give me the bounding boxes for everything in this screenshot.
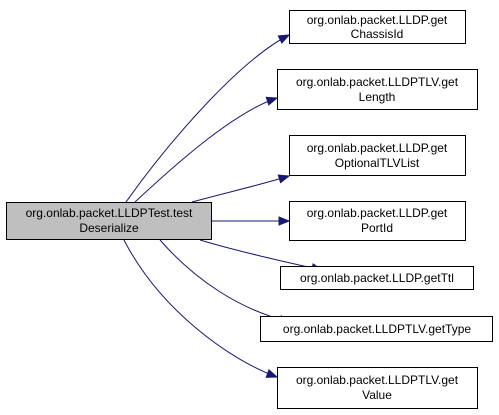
call-edge bbox=[199, 239, 323, 271]
callee-node-label-line-1: org.onlab.packet.LLDPTLV.getType bbox=[283, 322, 471, 336]
callee-node-get-chassis-id[interactable]: org.onlab.packet.LLDP.get ChassisId bbox=[289, 10, 466, 44]
arrowhead-icon bbox=[265, 96, 279, 106]
callee-node-box bbox=[277, 367, 478, 409]
root-node-box bbox=[6, 202, 212, 240]
arrowhead-icon bbox=[265, 368, 279, 378]
callee-node-label-line-1: org.onlab.packet.LLDP.get bbox=[307, 13, 448, 27]
callee-node-get-port-id[interactable]: org.onlab.packet.LLDP.get PortId bbox=[289, 201, 466, 241]
call-edge bbox=[125, 34, 290, 203]
callee-node-label-line-1: org.onlab.packet.LLDP.get bbox=[307, 141, 448, 155]
call-edge bbox=[123, 239, 278, 378]
callee-node-label-line-2: PortId bbox=[361, 221, 393, 235]
root-node[interactable]: org.onlab.packet.LLDPTest.test Deseriali… bbox=[6, 202, 212, 240]
callee-node-get-type[interactable]: org.onlab.packet.LLDPTLV.getType bbox=[260, 316, 493, 342]
callee-node-box bbox=[289, 135, 466, 176]
arrowhead-icon bbox=[277, 174, 291, 184]
callee-node-get-ttl[interactable]: org.onlab.packet.LLDP.getTtl bbox=[280, 266, 474, 290]
callee-node-get-value[interactable]: org.onlab.packet.LLDPTLV.get Value bbox=[277, 367, 478, 409]
callee-node-label-line-1: org.onlab.packet.LLDP.get bbox=[307, 206, 448, 220]
callee-node-label-line-1: org.onlab.packet.LLDP.getTtl bbox=[300, 271, 454, 285]
root-node-label-line-1: org.onlab.packet.LLDPTest.test bbox=[26, 206, 193, 220]
callee-node-box bbox=[289, 201, 466, 241]
callee-node-label-line-1: org.onlab.packet.LLDPTLV.get bbox=[296, 75, 459, 89]
callee-node-box bbox=[280, 266, 474, 290]
arrowhead-icon bbox=[278, 216, 291, 226]
call-edge bbox=[191, 175, 290, 203]
callee-node-box bbox=[260, 316, 493, 342]
callee-node-box bbox=[289, 10, 466, 44]
call-edge bbox=[159, 239, 291, 323]
callee-node-label-line-2: OptionalTLVList bbox=[335, 156, 420, 170]
call-edge bbox=[134, 97, 278, 203]
arrowhead-icon bbox=[277, 34, 291, 44]
callee-node-get-optional-tlv-list[interactable]: org.onlab.packet.LLDP.get OptionalTLVLis… bbox=[289, 135, 466, 176]
root-node-label-line-2: Deserialize bbox=[79, 221, 139, 235]
callee-node-label-line-2: Value bbox=[362, 388, 392, 402]
callee-node-label-line-2: ChassisId bbox=[351, 27, 404, 41]
callee-node-get-length[interactable]: org.onlab.packet.LLDPTLV.get Length bbox=[277, 69, 478, 110]
callee-node-label-line-2: Length bbox=[359, 90, 396, 104]
callee-node-label-line-1: org.onlab.packet.LLDPTLV.get bbox=[296, 373, 459, 387]
callee-node-box bbox=[277, 69, 478, 110]
